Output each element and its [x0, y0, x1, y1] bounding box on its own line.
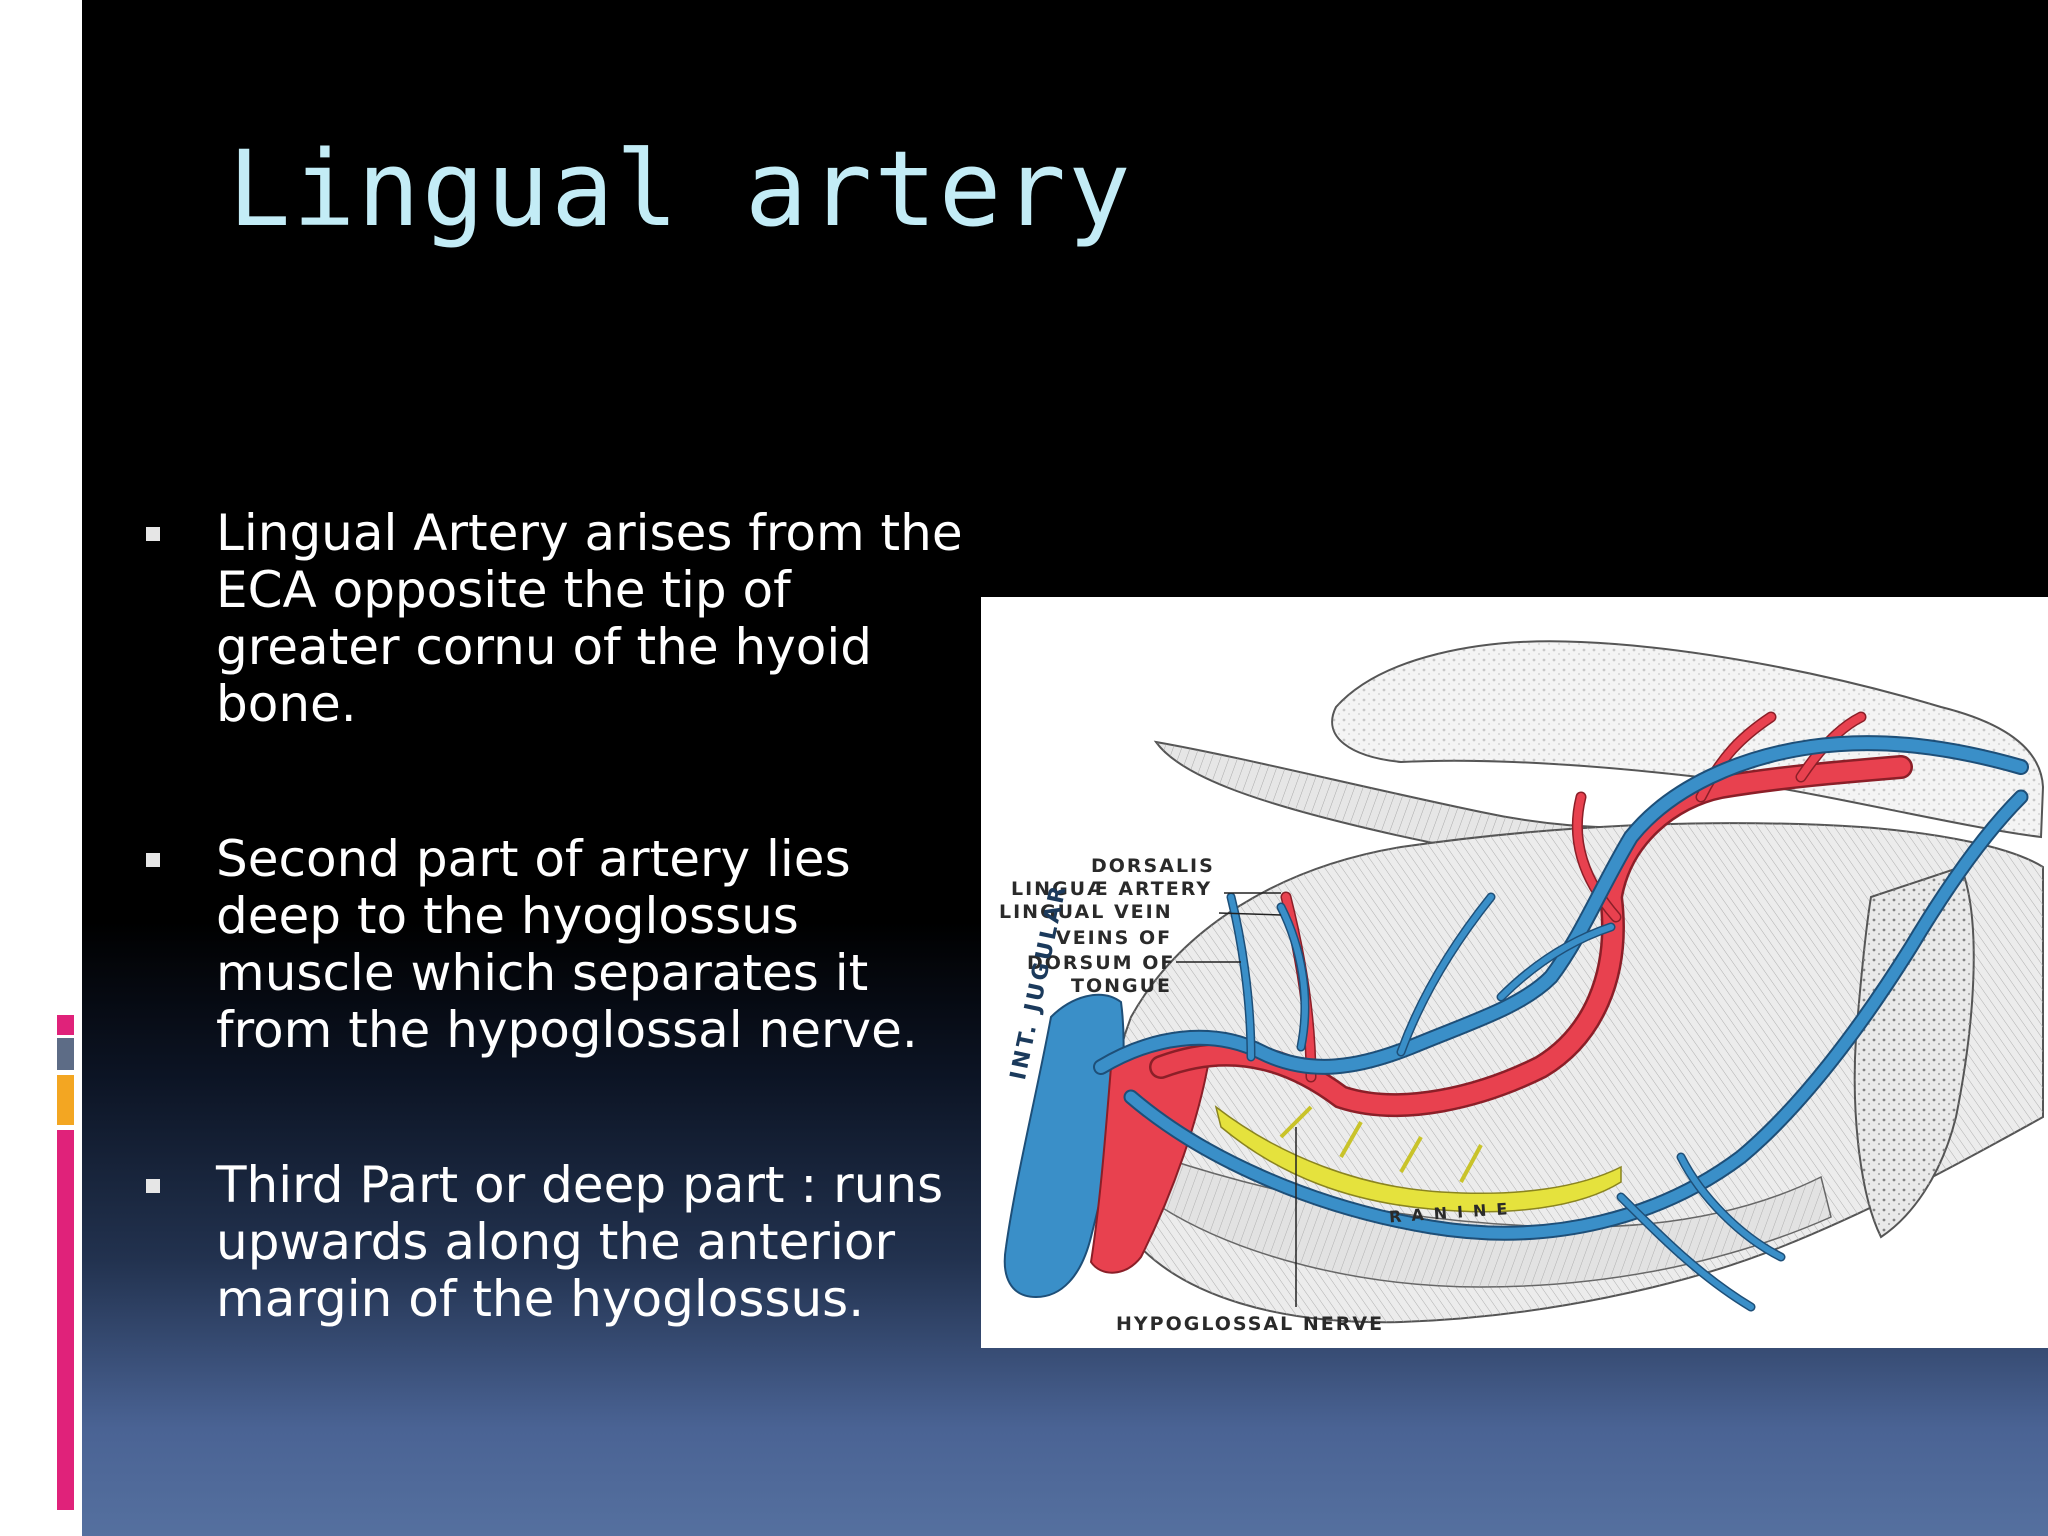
- accent-bar-gold: [57, 1075, 74, 1125]
- accent-bar-grey: [57, 1038, 74, 1070]
- bullet-text: Second part of artery lies deep to the h…: [216, 830, 918, 1059]
- label-dorsalis: DORSALIS: [1091, 855, 1215, 877]
- label-tongue: TONGUE: [1071, 975, 1173, 997]
- bullet-list: Lingual Artery arises from the ECA oppos…: [140, 505, 970, 1328]
- label-veins-of: VEINS OF: [1056, 927, 1173, 949]
- label-hypoglossal-nerve: HYPOGLOSSAL NERVE: [1116, 1313, 1385, 1335]
- bullet-item: Lingual Artery arises from the ECA oppos…: [140, 505, 970, 733]
- tongue-anatomy-drawing: [1003, 640, 2045, 1324]
- bullet-square-icon: [146, 527, 160, 541]
- label-linguae-artery: LINGUÆ ARTERY: [1011, 878, 1213, 900]
- bullet-text: Third Part or deep part : runs upwards a…: [216, 1156, 944, 1328]
- bullet-item: Second part of artery lies deep to the h…: [140, 831, 970, 1059]
- bullet-item: Third Part or deep part : runs upwards a…: [140, 1157, 970, 1328]
- bullet-square-icon: [146, 1179, 160, 1193]
- decorative-stripes: [48, 150, 82, 238]
- label-dorsum-of: DORSUM OF: [1027, 952, 1176, 974]
- slide-title: Lingual artery: [228, 128, 1133, 250]
- bullet-text: Lingual Artery arises from the ECA oppos…: [216, 504, 963, 733]
- anatomy-illustration: DORSALIS LINGUÆ ARTERY LINGUAL VEIN VEIN…: [981, 597, 2048, 1348]
- label-lingual-vein: LINGUAL VEIN: [999, 901, 1173, 923]
- bullet-square-icon: [146, 853, 160, 867]
- accent-bar-pink: [57, 1015, 74, 1035]
- accent-bar-pink-long: [57, 1130, 74, 1510]
